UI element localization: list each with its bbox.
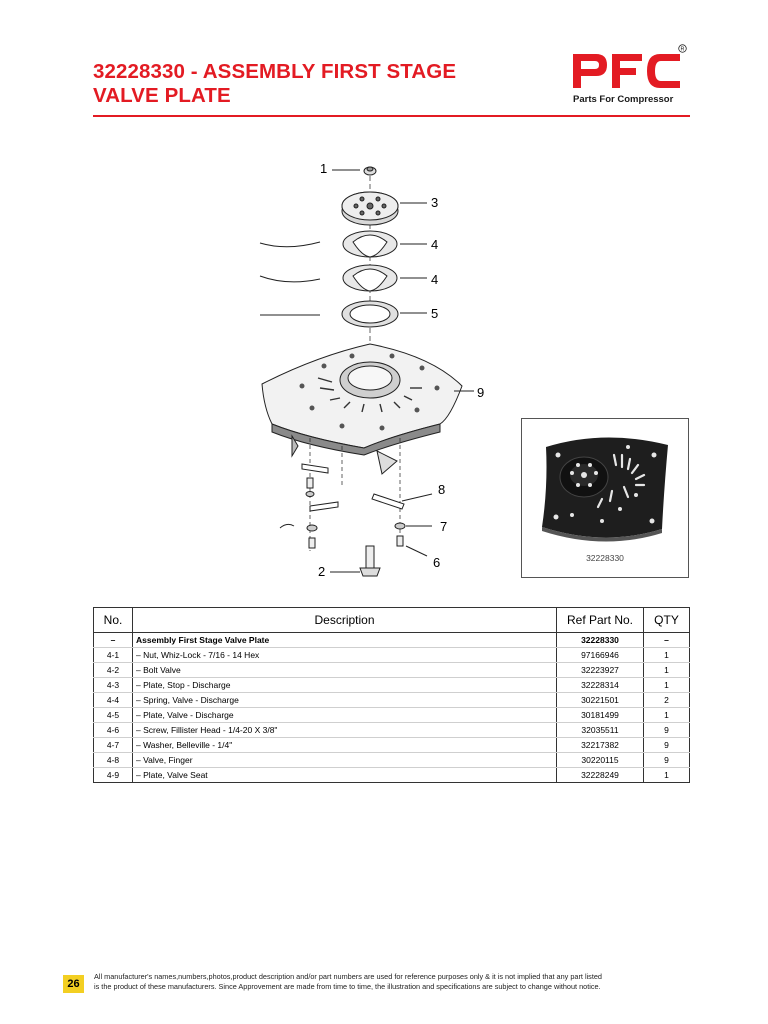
cell-ref-part-no: 32228314 [556,677,644,693]
cell-ref-part-no: 30181499 [556,707,644,723]
cell-no: 4-2 [93,662,133,678]
column-header-qty: QTY [643,607,690,633]
table-row: 4-5 – Plate, Valve - Discharge 30181499 … [93,707,690,723]
table-row: 4-3 – Plate, Stop - Discharge 32228314 1 [93,677,690,693]
callout-1: 1 [320,161,328,176]
exploded-parts-diagram [259,166,474,577]
column-header-no: No. [93,607,133,633]
parts-table: No. Description Ref Part No. QTY – Assem… [93,607,690,783]
cell-description: – Nut, Whiz-Lock - 7/16 - 14 Hex [132,647,557,663]
cell-description: – Plate, Valve - Discharge [132,707,557,723]
disclaimer-line-1: All manufacturer's names,numbers,photos,… [94,972,602,981]
table-row: 4-9 – Plate, Valve Seat 32228249 1 [93,767,690,783]
cell-no: 4-9 [93,767,133,783]
callout-4b: 4 [431,272,439,287]
table-row: 4-1 – Nut, Whiz-Lock - 7/16 - 14 Hex 971… [93,647,690,663]
svg-text:R: R [681,46,685,52]
cell-qty: 1 [643,707,690,723]
callout-9: 9 [477,385,485,400]
disclaimer-line-2: is the product of these manufacturers. S… [94,982,601,991]
page-title-line-1: 32228330 - ASSEMBLY FIRST STAGE [93,60,457,83]
cell-no: 4-3 [93,677,133,693]
cell-ref-part-no: 30221501 [556,692,644,708]
disclaimer: All manufacturer's names,numbers,photos,… [94,972,694,992]
cell-no: 4-7 [93,737,133,753]
logo-tagline: Parts For Compressor [573,94,674,105]
table-header-row: No. Description Ref Part No. QTY [93,607,690,633]
cell-ref-part-no: 97166946 [556,647,644,663]
registered-icon: R [678,44,687,53]
callout-7: 7 [440,519,448,534]
cell-description: – Plate, Valve Seat [132,767,557,783]
cell-description: – Plate, Stop - Discharge [132,677,557,693]
cell-qty: 9 [643,737,690,753]
cell-qty: 1 [643,662,690,678]
table-row: 4-2 – Bolt Valve 32223927 1 [93,662,690,678]
product-photo-frame: 32228330 [521,418,689,578]
cell-ref-part-no: 32035511 [556,722,644,738]
cell-no: – [93,632,133,648]
cell-no: 4-6 [93,722,133,738]
cell-no: 4-4 [93,692,133,708]
table-row: – Assembly First Stage Valve Plate 32228… [93,632,690,648]
cell-description: – Valve, Finger [132,752,557,768]
callout-2: 2 [318,564,326,579]
callout-4a: 4 [431,237,439,252]
cell-ref-part-no: 32223927 [556,662,644,678]
table-row: 4-6 – Screw, Fillister Head - 1/4-20 X 3… [93,722,690,738]
page-title: 32228330 - ASSEMBLY FIRST STAGE VALVE PL… [93,60,513,108]
header-divider [93,115,690,117]
column-header-description: Description [132,607,557,633]
column-header-ref-part-no: Ref Part No. [556,607,644,633]
page-number: 26 [63,975,84,993]
cell-ref-part-no: 32228249 [556,767,644,783]
cell-qty: 1 [643,767,690,783]
cell-ref-part-no: 32228330 [556,632,644,648]
cell-description: – Spring, Valve - Discharge [132,692,557,708]
cell-qty: 9 [643,752,690,768]
cell-no: 4-8 [93,752,133,768]
cell-no: 4-5 [93,707,133,723]
page-title-line-2: VALVE PLATE [93,84,231,107]
cell-qty: 1 [643,677,690,693]
callout-5: 5 [431,306,439,321]
cell-ref-part-no: 30220115 [556,752,644,768]
callout-8: 8 [438,482,446,497]
cell-description: – Bolt Valve [132,662,557,678]
table-row: 4-4 – Spring, Valve - Discharge 30221501… [93,692,690,708]
product-photo [542,437,668,542]
cell-qty: – [643,632,690,648]
cell-no: 4-1 [93,647,133,663]
cell-description: Assembly First Stage Valve Plate [132,632,557,648]
cell-description: – Screw, Fillister Head - 1/4-20 X 3/8" [132,722,557,738]
callout-3: 3 [431,195,439,210]
product-photo-caption: 32228330 [586,553,624,563]
table-row: 4-7 – Washer, Belleville - 1/4" 32217382… [93,737,690,753]
cell-qty: 9 [643,722,690,738]
table-row: 4-8 – Valve, Finger 30220115 9 [93,752,690,768]
cell-ref-part-no: 32217382 [556,737,644,753]
cell-qty: 2 [643,692,690,708]
cell-description: – Washer, Belleville - 1/4" [132,737,557,753]
callout-6: 6 [433,555,441,570]
cell-qty: 1 [643,647,690,663]
pfc-logo [573,54,680,88]
